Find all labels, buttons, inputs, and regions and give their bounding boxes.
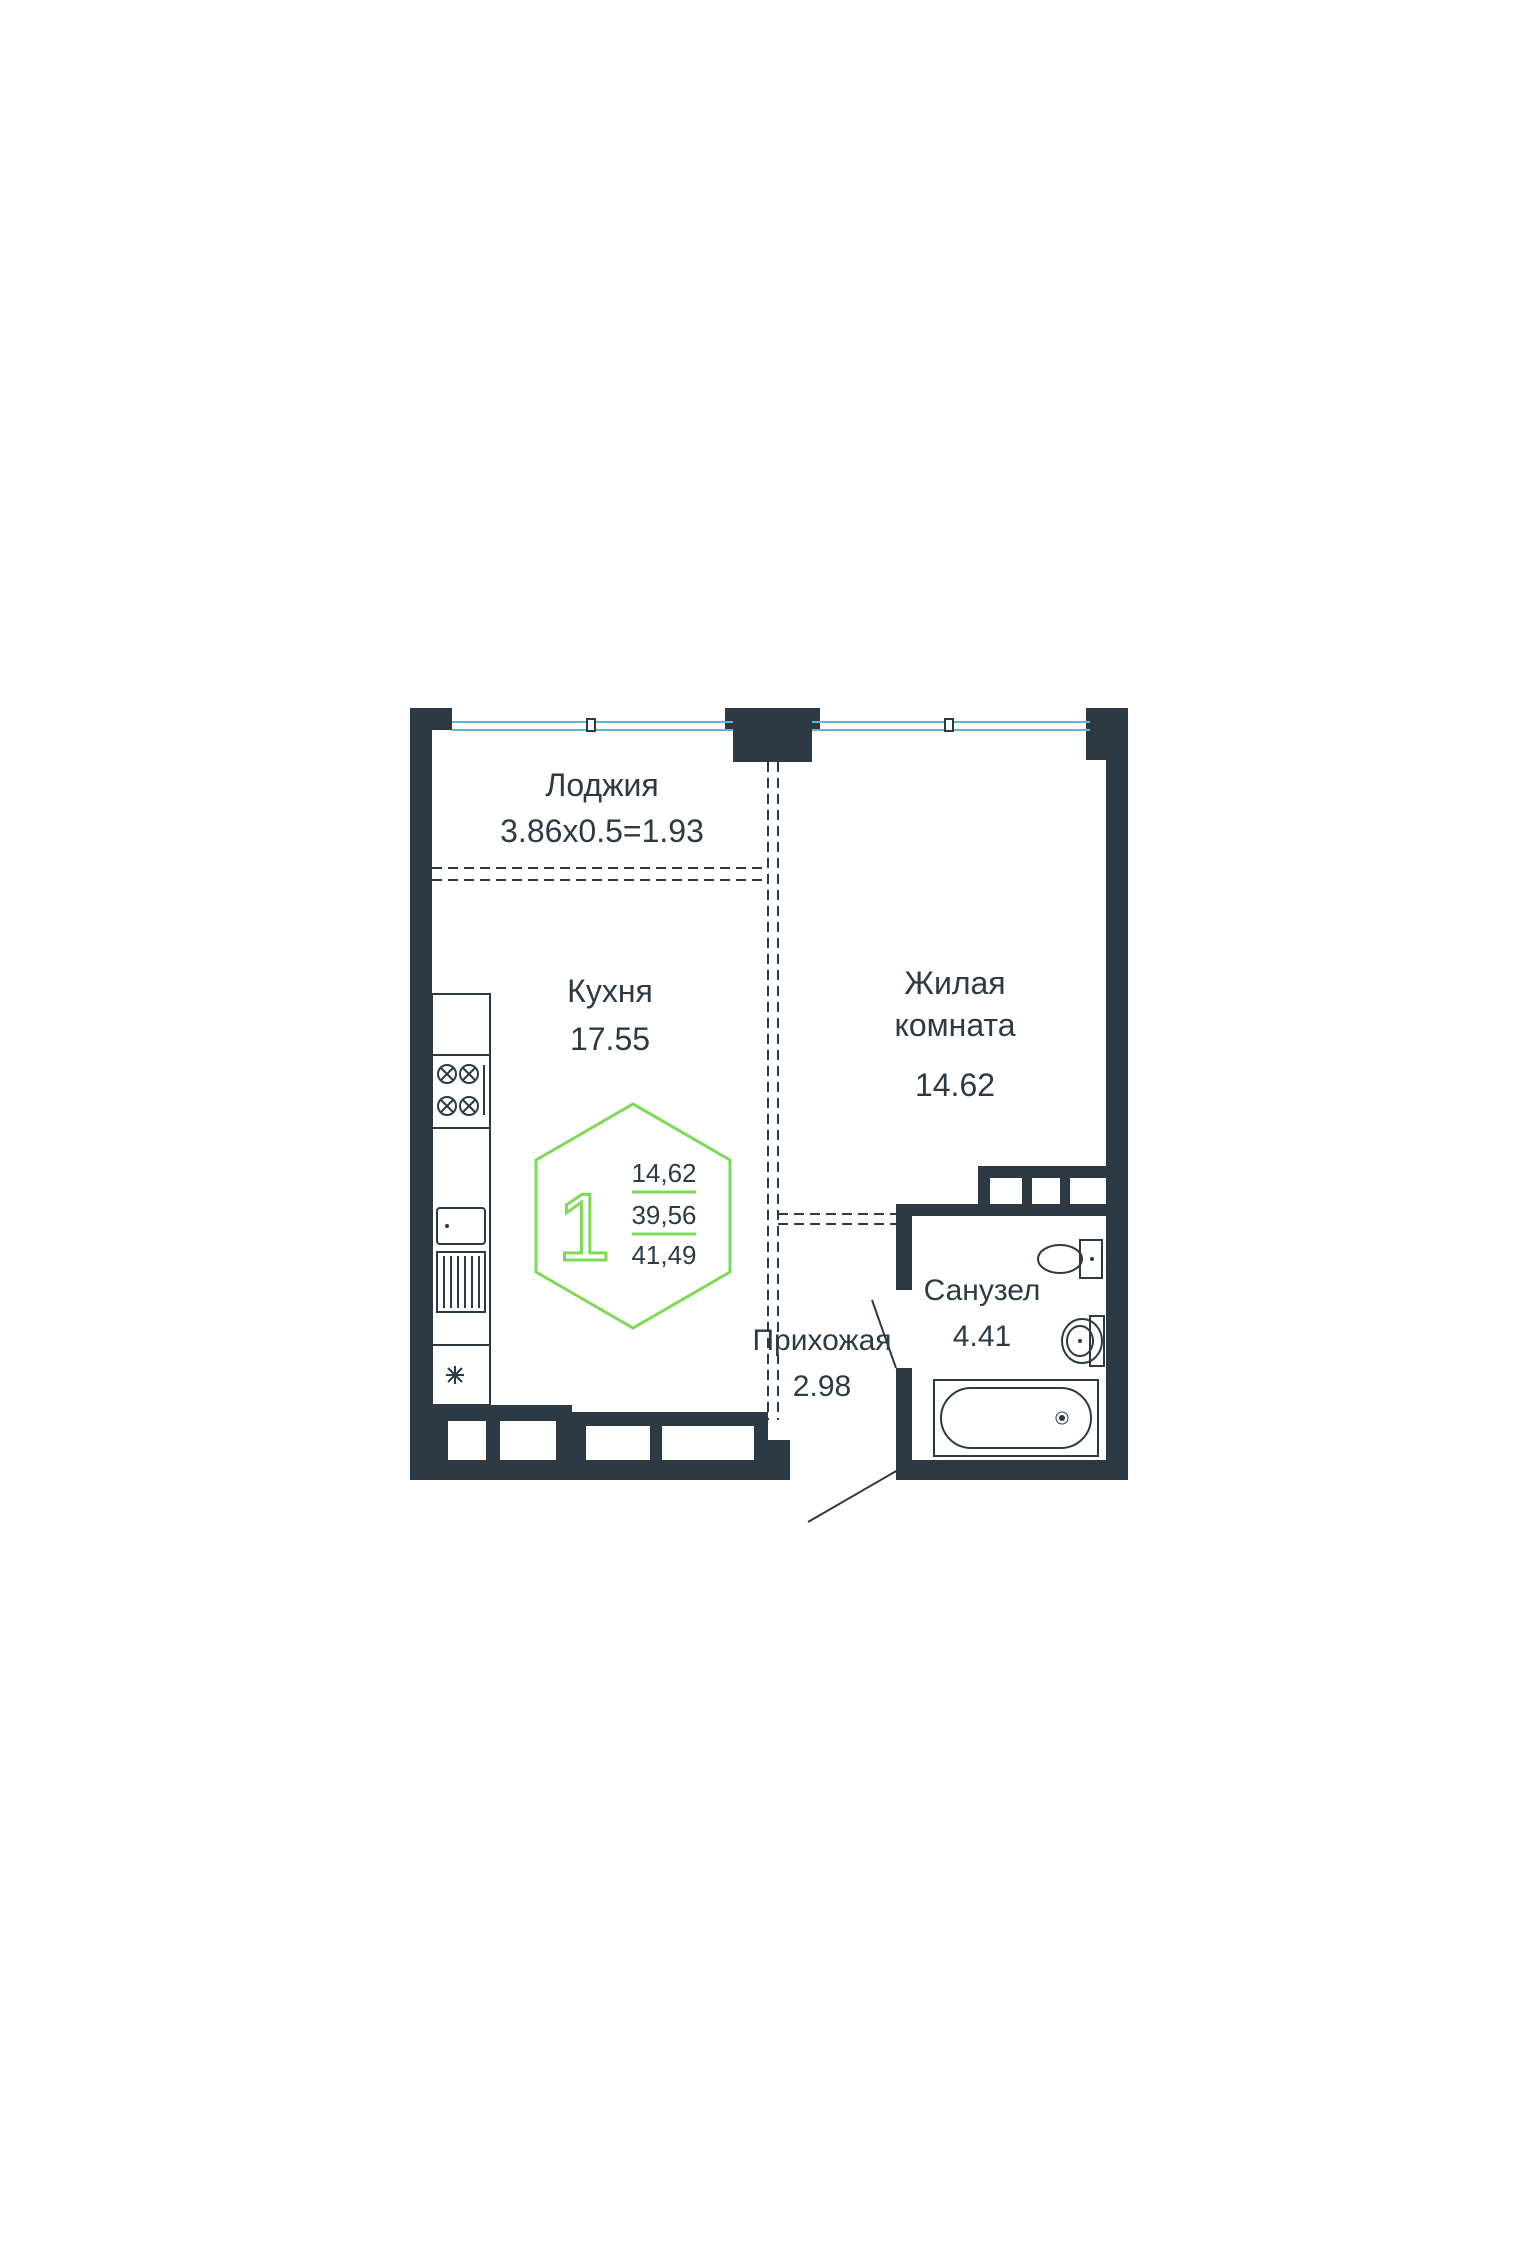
living-name-line2: комната xyxy=(894,1007,1015,1043)
cooktop-icon xyxy=(437,1064,485,1116)
loggia-glazing xyxy=(452,718,1090,732)
living-name-line1: Жилая xyxy=(904,965,1005,1001)
toilet-icon xyxy=(1037,1239,1103,1279)
living-area: 14.62 xyxy=(915,1067,995,1103)
bathroom-walls xyxy=(807,1166,1106,1523)
hallway-area: 2.98 xyxy=(793,1370,851,1403)
washbasin-icon xyxy=(1061,1315,1105,1367)
bottom-wall-left xyxy=(410,1460,790,1480)
right-top-pier xyxy=(1086,708,1128,760)
window-mullion-left xyxy=(586,718,596,732)
bathroom-name: Санузел xyxy=(924,1274,1041,1307)
hexagon-icon xyxy=(534,1102,732,1330)
bathroom-area: 4.41 xyxy=(953,1320,1011,1353)
bathroom-door xyxy=(871,1299,897,1369)
badge-living-area: 14,62 xyxy=(631,1158,696,1188)
sink-icon xyxy=(436,1207,486,1313)
bottom-wall-right xyxy=(898,1460,1128,1480)
badge-total-area: 39,56 xyxy=(631,1200,696,1230)
window-mullion-right xyxy=(944,718,954,732)
right-wall xyxy=(1106,760,1128,1480)
bottom-cabinets xyxy=(432,1405,790,1480)
hallway-name: Прихожая xyxy=(752,1324,891,1357)
bathtub-icon xyxy=(933,1379,1099,1457)
ventilation-icon xyxy=(431,1344,491,1406)
loggia-area: 3.86x0.5=1.93 xyxy=(500,813,704,849)
badge-total-with-loggia: 41,49 xyxy=(631,1240,696,1270)
kitchen-counter xyxy=(431,993,491,1415)
kitchen-area: 17.55 xyxy=(570,1021,650,1057)
left-top-pier xyxy=(410,708,452,730)
counter xyxy=(431,993,491,1415)
left-wall xyxy=(410,708,432,1480)
zone-boundaries xyxy=(432,762,900,1420)
center-column xyxy=(733,708,812,762)
outer-walls xyxy=(410,708,1128,1480)
entrance-door xyxy=(807,1469,899,1523)
rooms-count: 1 xyxy=(557,1174,610,1281)
area-badge: 1 14,62 39,56 41,49 xyxy=(534,1102,732,1330)
room-labels: Лоджия 3.86x0.5=1.93 Кухня 17.55 Жилая к… xyxy=(500,767,1040,1403)
kitchen-name: Кухня xyxy=(567,973,653,1009)
loggia-name: Лоджия xyxy=(545,767,658,803)
